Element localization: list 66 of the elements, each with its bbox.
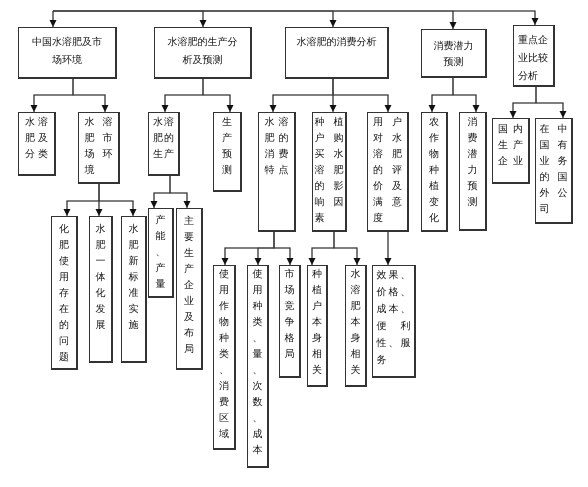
topic-box — [513, 25, 555, 87]
topic-box — [279, 265, 301, 378]
topic-label: 消费潜力预测 — [466, 116, 478, 210]
topic-label: 水溶肥的生产 — [153, 116, 174, 162]
topic-box — [258, 112, 296, 232]
topic-label: 使用作物种类、消费区域 — [218, 268, 230, 442]
topic-label: 效果、价格、成本、便利性、服务 — [376, 269, 410, 368]
connector-arrow — [52, 10, 538, 25]
topic-box — [148, 112, 180, 176]
connector-arrow — [452, 78, 480, 112]
topic-box — [176, 208, 203, 370]
topic-box — [18, 27, 117, 79]
topic-label: 重点企业比较分析 — [518, 34, 549, 84]
topic-label: 水溶肥本身相关 — [350, 268, 362, 378]
topic-label: 化肥使用存在的问题 — [58, 223, 70, 365]
topic-box — [345, 265, 367, 387]
topic-label: 水溶肥的消费特点 — [264, 116, 288, 178]
topic-box — [51, 216, 78, 370]
topic-label: 使用种类、量、次数、成本 — [252, 268, 264, 458]
topic-box — [492, 118, 530, 184]
topic-label: 主要生产企业及布局 — [183, 214, 195, 357]
topic-label: 消费潜力预测 — [432, 40, 474, 70]
topic-label: 水肥新标准实施 — [128, 222, 140, 333]
topic-box — [307, 265, 328, 387]
topic-label: 用户对水溶肥的评价及满意度 — [373, 116, 402, 226]
topic-box — [154, 27, 252, 79]
topic-label: 水肥一体化发展 — [94, 222, 106, 333]
topic-label: 市场竞争格局 — [284, 268, 296, 362]
topic-label: 生产预测 — [221, 116, 233, 178]
connector-arrow — [50, 10, 56, 27]
topic-label: 产能、产量 — [154, 214, 166, 292]
connector-arrow — [332, 79, 392, 112]
topic-label: 种植户购买水溶肥的影响因素 — [314, 116, 344, 226]
topic-label: 水溶肥的生产分析及预测 — [166, 36, 238, 68]
topic-box — [78, 112, 120, 184]
topic-label: 水溶肥的消费分析 — [296, 36, 378, 50]
topic-box — [285, 27, 389, 79]
connector-arrow — [72, 79, 108, 112]
connector-arrow — [333, 232, 360, 265]
connector-arrow — [202, 79, 234, 112]
connector-arrow — [384, 232, 392, 265]
topic-label: 在中国有业务的国外公司 — [540, 122, 568, 217]
topic-box — [247, 265, 269, 468]
topic-label: 国内生产企业 — [498, 122, 523, 169]
topic-box — [312, 112, 347, 232]
topic-box — [372, 265, 416, 378]
topic-box — [535, 118, 573, 224]
topic-box — [148, 208, 174, 298]
topic-box — [121, 216, 147, 363]
connector-arrow — [98, 184, 136, 216]
topic-label: 种植户本身相关 — [311, 268, 323, 378]
topic-box — [459, 112, 487, 231]
topic-box — [213, 112, 242, 192]
topic-box — [89, 216, 113, 363]
topic-box — [421, 29, 487, 78]
topic-box — [18, 112, 56, 176]
connector-arrow — [169, 176, 190, 208]
topic-label: 水溶肥及分类 — [25, 116, 48, 162]
topic-box — [421, 112, 448, 232]
topic-label: 农作物种植变化 — [428, 116, 440, 226]
connector-arrow — [273, 232, 294, 265]
topic-box — [213, 265, 236, 450]
topic-label: 水溶肥市场环境 — [84, 116, 112, 178]
connector-arrow — [535, 87, 566, 118]
topic-label: 中国水溶肥及市场环境 — [31, 36, 103, 68]
topic-box — [367, 112, 409, 232]
